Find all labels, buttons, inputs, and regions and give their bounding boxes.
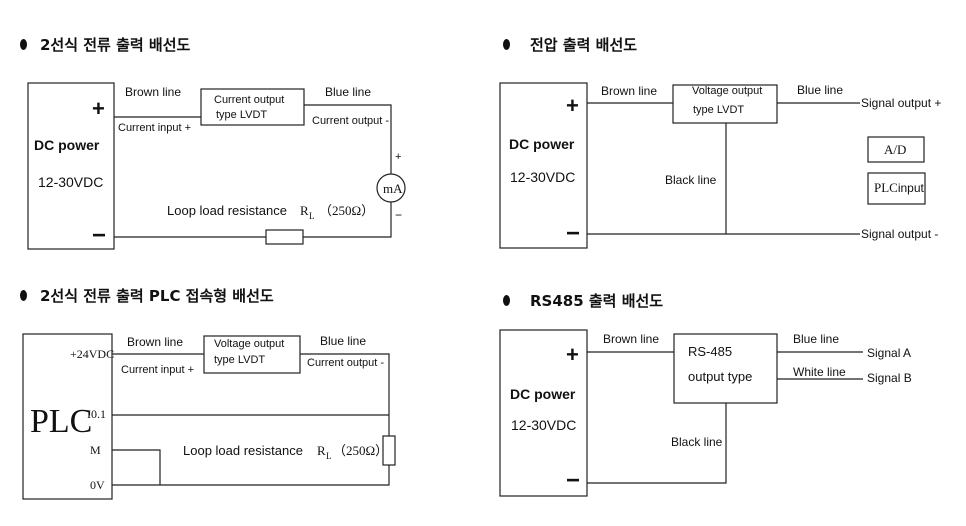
minus-sign: − xyxy=(92,222,106,249)
brown-line-label: Brown line xyxy=(603,332,659,346)
loop-load-label: Loop load resistance xyxy=(167,203,287,218)
rl-subscript: L xyxy=(309,211,315,221)
device-line2: type LVDT xyxy=(214,354,265,366)
current-output-label: Current output - xyxy=(307,357,384,369)
diagram3-title: 2선식 전류 출력 PLC 접속형 배선도 xyxy=(40,287,274,305)
bullet-2 xyxy=(503,39,510,50)
rl-value: （250Ω） xyxy=(319,203,374,218)
meter-plus: + xyxy=(395,151,401,163)
rl-value: （250Ω） xyxy=(333,443,388,458)
plus-sign: + xyxy=(92,96,105,121)
device-line1: Current output xyxy=(214,94,284,106)
current-input-label: Current input + xyxy=(118,122,191,134)
pin-i01: I0.1 xyxy=(87,407,106,421)
minus-sign: − xyxy=(566,220,580,247)
signal-a-label: Signal A xyxy=(867,346,911,360)
black-line-label: Black line xyxy=(671,435,723,449)
signal-output-plus: Signal output + xyxy=(861,96,941,110)
power-range: 12-30VDC xyxy=(511,417,576,433)
diagram4: + − DC power 12-30VDC RS-485 output type… xyxy=(499,329,912,497)
power-range: 12-30VDC xyxy=(38,174,103,190)
blue-line-label: Blue line xyxy=(797,83,843,97)
bullet-3 xyxy=(20,290,27,301)
plc-box xyxy=(22,333,113,500)
blue-line-label: Blue line xyxy=(325,85,371,99)
plc-input-label: PLCinput xyxy=(874,180,925,195)
diagram4-title: RS485 출력 배선도 xyxy=(530,292,664,310)
plus-sign: + xyxy=(566,93,579,118)
device-line1: Voltage output xyxy=(692,85,762,97)
ad-box xyxy=(867,136,925,163)
plus-sign: + xyxy=(566,342,579,367)
rl-symbol: R xyxy=(317,443,326,458)
plc-input-box xyxy=(867,172,926,205)
plc-input-prefix: PLC xyxy=(874,180,898,195)
rl-subscript: L xyxy=(326,451,332,461)
bullet-4 xyxy=(503,295,510,306)
diagram2-title: 전압 출력 배선도 xyxy=(530,36,638,54)
diagram1-title: 2선식 전류 출력 배선도 xyxy=(40,36,191,54)
signal-b-label: Signal B xyxy=(867,371,912,385)
white-line-label: White line xyxy=(793,365,846,379)
bullet-1 xyxy=(20,39,27,50)
power-name: DC power xyxy=(509,136,575,152)
dc-power-box xyxy=(27,82,115,250)
meter-label: mA xyxy=(383,181,403,196)
device-line2: output type xyxy=(688,369,752,384)
diagram3: PLC +24VDC I0.1 M 0V Voltage output type… xyxy=(22,333,396,500)
dc-power-box xyxy=(499,329,588,497)
device-line1: Voltage output xyxy=(214,338,284,350)
load-resistor xyxy=(265,229,304,245)
brown-line-label: Brown line xyxy=(601,84,657,98)
diagram1: + − DC power 12-30VDC Current output typ… xyxy=(27,82,406,250)
blue-line-label: Blue line xyxy=(793,332,839,346)
ad-label: A/D xyxy=(884,142,906,157)
device-line1: RS-485 xyxy=(688,344,732,359)
signal-output-minus: Signal output - xyxy=(861,227,938,241)
power-name: DC power xyxy=(510,386,576,402)
dc-power-box xyxy=(499,82,588,249)
brown-line-label: Brown line xyxy=(127,335,183,349)
diagram2: + − DC power 12-30VDC Voltage output typ… xyxy=(499,82,941,249)
pin-24vdc: +24VDC xyxy=(70,347,114,361)
pin-0v: 0V xyxy=(90,478,105,492)
meter-minus: − xyxy=(395,208,402,222)
power-range: 12-30VDC xyxy=(510,169,575,185)
brown-line-label: Brown line xyxy=(125,85,181,99)
power-name: DC power xyxy=(34,137,100,153)
blue-line-label: Blue line xyxy=(320,334,366,348)
plc-label: PLC xyxy=(30,403,92,440)
rl-symbol: R xyxy=(300,203,309,218)
black-line-label: Black line xyxy=(665,173,717,187)
plc-input-suffix: input xyxy=(898,181,925,195)
device-line2: type LVDT xyxy=(693,104,744,116)
pin-m: M xyxy=(90,443,101,457)
device-box xyxy=(672,84,778,124)
loop-load-label: Loop load resistance xyxy=(183,443,303,458)
current-input-label: Current input + xyxy=(121,364,194,376)
minus-sign: − xyxy=(566,467,580,494)
device-box xyxy=(200,88,305,126)
device-line2: type LVDT xyxy=(216,109,267,121)
current-output-label: Current output - xyxy=(312,115,389,127)
